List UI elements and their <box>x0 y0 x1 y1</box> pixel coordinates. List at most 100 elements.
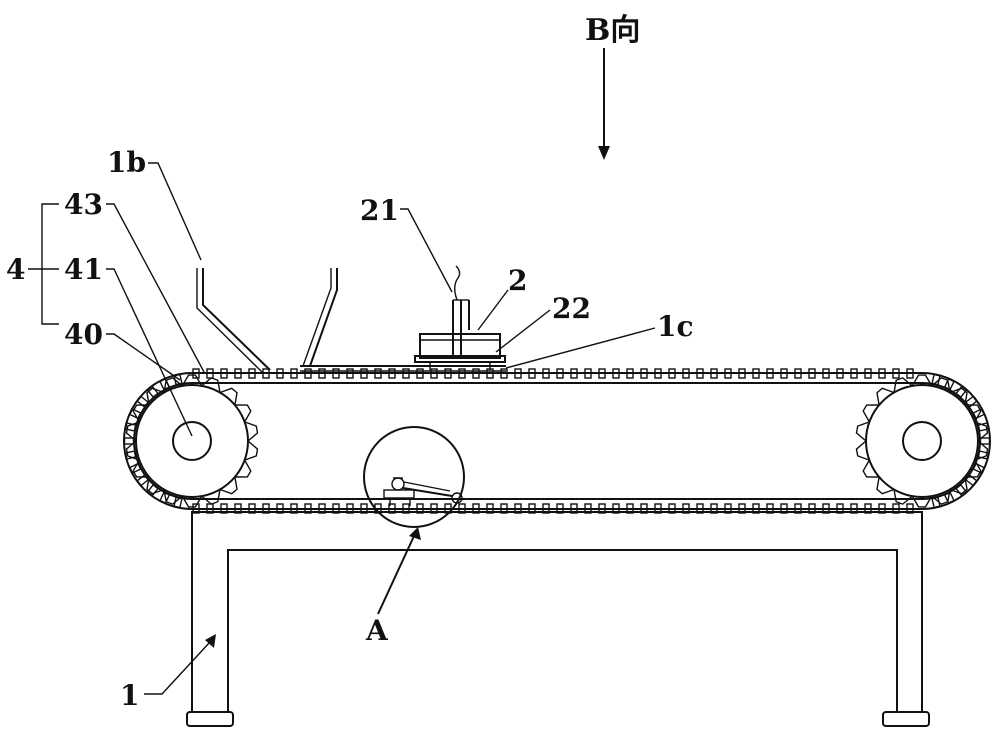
chain-link <box>360 368 368 379</box>
chain-link <box>124 450 137 460</box>
chain-link <box>752 503 760 514</box>
chain-link <box>346 368 354 379</box>
chain-link <box>668 503 676 514</box>
chain-link <box>892 503 900 514</box>
sprocket-tooth <box>964 404 982 423</box>
chain-link <box>159 491 171 505</box>
chain-link <box>822 368 830 379</box>
chain-link <box>612 503 620 514</box>
chain-link <box>696 503 704 514</box>
chain-link <box>332 503 340 514</box>
sprocket-tooth <box>219 387 238 406</box>
chain-link <box>402 368 410 379</box>
sprocket-tooth <box>234 404 252 423</box>
view-direction-label: B向 <box>585 13 640 48</box>
chain-link <box>318 503 326 514</box>
chain-link <box>416 368 424 379</box>
chain-link <box>752 368 760 379</box>
sprocket-tooth <box>132 404 150 423</box>
chain-link <box>542 503 550 514</box>
chain-link <box>388 368 396 379</box>
chain-link <box>724 368 732 379</box>
chain-link <box>710 503 718 514</box>
label-clamp-handle: 21 <box>360 194 399 227</box>
chain-link <box>290 503 298 514</box>
chain-link <box>206 368 214 379</box>
chain-link <box>514 368 522 379</box>
chain-link <box>640 368 648 379</box>
chain-link <box>850 368 858 379</box>
sprocket-tooth <box>931 377 951 393</box>
leader-chute <box>148 162 202 261</box>
leader-clamp-base <box>495 309 551 353</box>
bracket-conveyor-group <box>41 203 59 325</box>
chain-link <box>472 503 480 514</box>
chain-link <box>123 437 135 445</box>
chain-link <box>794 368 802 379</box>
chain-link <box>738 503 746 514</box>
label-chute: 1b <box>107 146 146 179</box>
chain-link <box>556 368 564 379</box>
chain-link <box>696 368 704 379</box>
detail-label: A <box>365 614 389 647</box>
chain-link <box>808 503 816 514</box>
sprocket-tooth <box>911 495 933 508</box>
clamp-assembly <box>414 265 506 370</box>
chain-link <box>262 503 270 514</box>
chain-link <box>836 503 844 514</box>
left-sprocket <box>125 374 259 508</box>
chain-link <box>318 368 326 379</box>
chain-link <box>500 368 508 379</box>
sprocket-tooth <box>244 440 259 461</box>
guide-and-rail <box>300 268 506 372</box>
chain-link <box>304 503 312 514</box>
chain-link <box>486 503 494 514</box>
chain-link <box>388 503 396 514</box>
sprocket-tooth <box>949 476 968 495</box>
left-axle <box>172 421 212 461</box>
chain-link <box>360 503 368 514</box>
sprocket-tooth <box>201 489 221 505</box>
sprocket-tooth <box>125 421 140 442</box>
chain-link <box>332 368 340 379</box>
chain-link <box>556 503 564 514</box>
base-frame <box>186 511 930 727</box>
chain-link <box>542 368 550 379</box>
detail-leader-arrowhead <box>409 527 421 540</box>
chain-link <box>206 503 214 514</box>
sprocket-tooth <box>893 377 913 393</box>
label-sprocket: 40 <box>64 318 103 351</box>
label-clamp-base: 22 <box>552 292 591 325</box>
sprocket-tooth <box>911 374 933 387</box>
sprocket-tooth <box>893 489 913 505</box>
chain-link <box>654 503 662 514</box>
chain-link <box>710 368 718 379</box>
label-base-frame: 1 <box>120 679 139 712</box>
sprocket-tooth <box>862 459 880 478</box>
sprocket-tooth <box>855 421 870 442</box>
chain-link <box>276 503 284 514</box>
label-rail: 1c <box>657 310 694 343</box>
chain-link <box>977 450 990 460</box>
clamp-handle <box>454 265 461 301</box>
chain-link <box>430 503 438 514</box>
detail-circle <box>363 426 465 528</box>
sprocket-tooth <box>876 387 895 406</box>
chain-link <box>943 491 955 505</box>
chain-link <box>972 408 986 420</box>
label-chain: 43 <box>64 188 103 221</box>
chain-link <box>766 503 774 514</box>
chain-link <box>584 503 592 514</box>
chain-link <box>124 422 137 432</box>
chain-link <box>780 368 788 379</box>
chain-link <box>248 503 256 514</box>
chain-link <box>128 462 142 474</box>
right-sprocket <box>855 374 989 508</box>
sprocket-tooth <box>125 440 140 461</box>
chain-link <box>850 503 858 514</box>
chain-link <box>892 368 900 379</box>
leader-clamp-handle <box>400 208 453 293</box>
detail-a <box>363 426 465 528</box>
sprocket-tooth <box>876 476 895 495</box>
sprocket-tooth <box>181 374 203 387</box>
